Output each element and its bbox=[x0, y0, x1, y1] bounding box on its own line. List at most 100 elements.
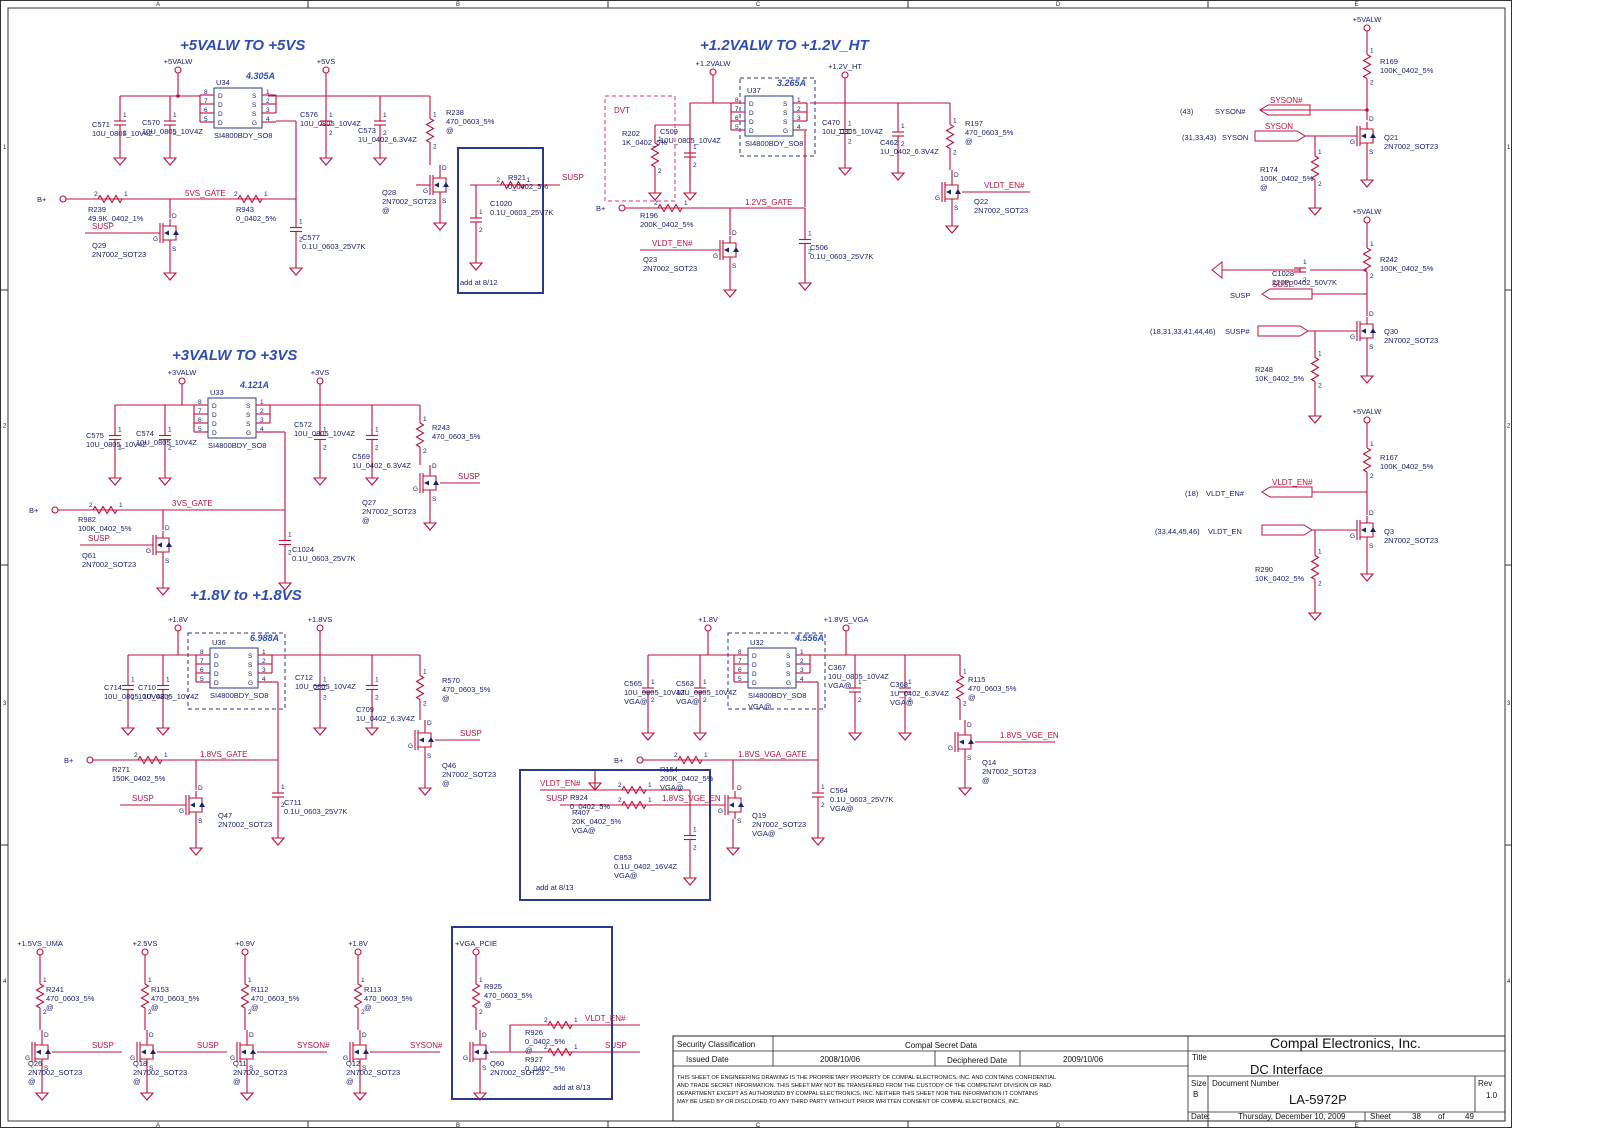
pin-number: 1 bbox=[693, 827, 697, 834]
pin-number: 1 bbox=[124, 191, 128, 198]
pin-number: 1 bbox=[118, 427, 122, 434]
c506-label-0: C506 bbox=[810, 243, 828, 252]
pin-source: S bbox=[1369, 344, 1374, 351]
issued-label: Issued Date bbox=[686, 1055, 729, 1064]
mosfet-drain bbox=[433, 171, 441, 179]
mosfet-q3 bbox=[1356, 516, 1376, 544]
mosfet-q18 bbox=[136, 1038, 156, 1066]
mosfet-arrow bbox=[1361, 527, 1366, 533]
disclaimer-line: THIS SHEET OF ENGINEERING DRAWING IS THE… bbox=[677, 1075, 1056, 1081]
bplus-terminal bbox=[618, 204, 626, 212]
ground-symbol bbox=[837, 167, 853, 176]
pin-source: S bbox=[1369, 543, 1374, 550]
net-12vht: +1.2V_HT bbox=[828, 62, 862, 71]
mosfet-arrow bbox=[141, 1049, 146, 1055]
q21-label-1: 2N7002_SOT23 bbox=[1384, 142, 1438, 151]
diode-arrow bbox=[1370, 527, 1376, 532]
q18-label-1: 2N7002_SOT23 bbox=[133, 1068, 187, 1077]
r925-label-0: R925 bbox=[484, 982, 502, 991]
ic-pin-num: 3 bbox=[262, 667, 266, 674]
diode-arrow bbox=[428, 737, 434, 742]
r154-label-1: 200K_0402_5% bbox=[660, 774, 714, 783]
c577-label-0: C577 bbox=[302, 233, 320, 242]
r943-label-0: R943 bbox=[236, 205, 254, 214]
pin-number: 2 bbox=[479, 1009, 483, 1016]
mosfet-q46 bbox=[414, 726, 434, 754]
net-3vs-gate: 3VS_GATE bbox=[172, 499, 213, 508]
r238-label-1: 470_0603_5% bbox=[446, 117, 495, 126]
wires bbox=[39, 38, 1369, 1085]
ground-symbol bbox=[277, 582, 293, 591]
ic-pin-d: D bbox=[752, 653, 757, 660]
power-terminal bbox=[841, 71, 849, 79]
pin-drain: D bbox=[432, 463, 437, 470]
resistor-r290 bbox=[1310, 555, 1320, 580]
section-title-18vs: +1.8V to +1.8VS bbox=[190, 587, 302, 604]
u33-ref: U33 bbox=[210, 388, 224, 397]
c1028-label-1: 220P_0402_50V7K bbox=[1272, 278, 1337, 287]
pin-number: 2 bbox=[148, 1009, 152, 1016]
pin-number: 1 bbox=[375, 427, 379, 434]
bplus-terminal bbox=[51, 506, 59, 514]
resistor-r925 bbox=[471, 983, 481, 1009]
pin-number: 2 bbox=[323, 695, 327, 702]
pin-source: S bbox=[165, 558, 170, 565]
c470-label-1: 10U_0805_10V4Z bbox=[822, 127, 883, 136]
c714-label-1: 10U_0805_10V4Z bbox=[104, 692, 165, 701]
date-label: Date: bbox=[1191, 1112, 1210, 1121]
pin-source: S bbox=[967, 755, 972, 762]
power-terminal bbox=[174, 624, 182, 632]
ground-symbol bbox=[417, 787, 433, 796]
pin-number: 1 bbox=[1318, 351, 1322, 358]
label-vldt-en: VLDT_EN bbox=[1208, 527, 1242, 536]
resistor-r153 bbox=[140, 983, 150, 1009]
frame-row-right: 1 bbox=[1507, 145, 1511, 151]
mosfet-drain bbox=[189, 791, 197, 799]
pin-number: 2 bbox=[808, 249, 812, 256]
net-vldt-en-n-r926: VLDT_EN# bbox=[585, 1014, 626, 1023]
r169-label-0: R169 bbox=[1380, 57, 1398, 66]
ground-symbol bbox=[472, 1092, 488, 1101]
ic-u33 bbox=[207, 397, 257, 439]
mosfet-q26 bbox=[31, 1038, 51, 1066]
r926-label-0: R926 bbox=[525, 1028, 543, 1037]
ic-pin-sg: S bbox=[783, 101, 788, 108]
disclaimer-line: AND TRADE SECRET INFORMATION. THIS SHEET… bbox=[677, 1083, 1051, 1089]
q11-label-2: @ bbox=[233, 1077, 241, 1086]
pin-number: 1 bbox=[858, 679, 862, 686]
outer-border bbox=[0, 0, 1512, 1128]
resistor-r169 bbox=[1362, 54, 1372, 79]
mosfet-q22 bbox=[941, 178, 961, 206]
pin-gate: G bbox=[463, 1055, 468, 1062]
mosfet-source bbox=[723, 256, 731, 264]
ic-pin-d: D bbox=[218, 111, 223, 118]
q22-label-0: Q22 bbox=[974, 197, 988, 206]
pin-source: S bbox=[44, 1065, 49, 1072]
pin-number: 2 bbox=[131, 695, 135, 702]
r241-label-0: R241 bbox=[46, 985, 64, 994]
pin-number: 2 bbox=[123, 130, 127, 137]
pin-drain: D bbox=[732, 230, 737, 237]
c570-label-1: 10U_0805_10V4Z bbox=[142, 127, 203, 136]
r290-label-1: 10K_0402_5% bbox=[1255, 574, 1305, 583]
ground-symbol bbox=[1359, 375, 1375, 384]
u36-ref: U36 bbox=[212, 638, 226, 647]
r290-label-0: R290 bbox=[1255, 565, 1273, 574]
ic-pin-num: 5 bbox=[204, 116, 208, 123]
ref-syson: (31,33,43) bbox=[1182, 133, 1217, 142]
q23-label-0: Q23 bbox=[643, 255, 657, 264]
ic-pin-sg: S bbox=[252, 111, 257, 118]
mosfet-source bbox=[163, 239, 171, 247]
pin-number: 2 bbox=[693, 162, 697, 169]
pin-number: 1 bbox=[1318, 549, 1322, 556]
c577-label-1: 0.1U_0603_25V7K bbox=[302, 242, 365, 251]
ic-u34 bbox=[213, 87, 263, 129]
label-syson-n: SYSON# bbox=[1215, 107, 1246, 116]
frame-col-top: D bbox=[1056, 2, 1061, 8]
pin-number: 1 bbox=[704, 752, 708, 759]
bplus-label: B+ bbox=[614, 756, 624, 765]
ic-pin-d: D bbox=[218, 93, 223, 100]
pin-number: 2 bbox=[908, 697, 912, 704]
pin-number: 1 bbox=[574, 1017, 578, 1024]
security-label: Security Classification bbox=[677, 1040, 755, 1049]
